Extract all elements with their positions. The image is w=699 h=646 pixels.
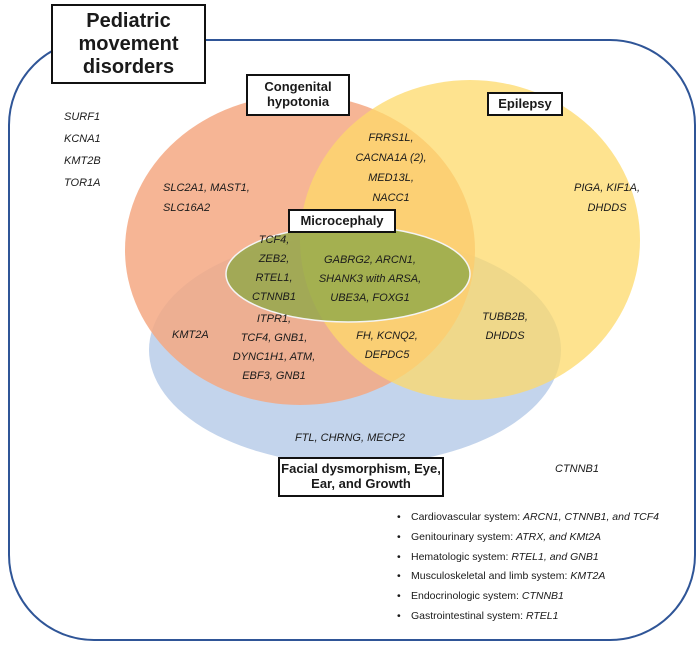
title-box: Pediatric movement disorders (51, 4, 206, 84)
gene: FH, KCNQ2, (356, 330, 418, 342)
facial-dysmorphism-label: Facial dysmorphism, Eye, Ear, and Growth (278, 457, 444, 497)
outer-frame (8, 39, 696, 641)
hypotonia-epilepsy-genes: FRRS1L, CACNA1A (2), MED13L, NACC1 (346, 128, 436, 208)
system-label: Cardiovascular system: (411, 511, 524, 523)
facial-dysmorphism-text: Facial dysmorphism, Eye, Ear, and Growth (281, 461, 441, 491)
gene: DHDDS (485, 330, 525, 342)
gene: TOR1A (64, 177, 101, 189)
gene: SHANK3 with ARSA, (318, 273, 422, 285)
gene: TCF4, (258, 234, 290, 246)
gene: FTL, CHRNG, MECP2 (294, 432, 405, 444)
organ-system-list: • Cardiovascular system: ARCN1, CTNNB1, a… (397, 511, 659, 630)
gene: TCF4, GNB1, (240, 332, 308, 344)
system-item: • Cardiovascular system: ARCN1, CTNNB1, a… (397, 511, 659, 531)
gene: CACNA1A (2), (355, 152, 427, 164)
gene: KMT2B (64, 155, 101, 167)
bullet-icon: • (397, 570, 401, 583)
gene: SLC16A2 (163, 202, 211, 214)
gene: FRRS1L, (368, 132, 414, 144)
bullet-icon: • (397, 511, 401, 523)
gene: ITPR1, (256, 313, 292, 325)
system-label: Genitourinary system: (411, 530, 517, 543)
system-label: Endocrinologic system: (411, 590, 522, 603)
hypotonia-epilepsy-facial-genes: FH, KCNQ2, DEPDC5 (342, 327, 432, 365)
gene: RTEL1, (255, 272, 293, 284)
bullet-icon: • (397, 609, 401, 622)
system-genes: RTEL1 (525, 609, 559, 622)
epilepsy-label: Epilepsy (487, 92, 563, 116)
title: Pediatric movement disorders (78, 9, 179, 78)
epilepsy-facial-genes: TUBB2B, DHDDS (470, 308, 540, 346)
bullet-icon: • (397, 590, 401, 603)
system-genes: ARCN1, CTNNB1, and TCF4 (523, 511, 659, 523)
frame-only-genes: CTNNB1 (555, 461, 599, 478)
gene: PIGA, KIF1A, (573, 182, 641, 194)
outside-genes: SURF1 KCNA1 KMT2B TOR1A (64, 106, 101, 194)
gene: KCNA1 (64, 133, 101, 145)
system-item: • Musculoskeletal and limb system: KMT2A (397, 570, 659, 590)
bullet-icon: • (397, 530, 401, 543)
system-genes: KMT2A (570, 570, 606, 583)
microcephaly-text: Microcephaly (300, 212, 384, 228)
gene: DYNC1H1, ATM, (232, 351, 316, 363)
system-genes: ATRX, and KMt2A (516, 530, 602, 543)
all-four-genes: GABRG2, ARCN1, SHANK3 with ARSA, UBE3A, … (310, 251, 430, 308)
system-genes: CTNNB1 (521, 590, 564, 603)
system-label: Musculoskeletal and limb system: (411, 570, 571, 583)
facial-only-genes: FTL, CHRNG, MECP2 (280, 430, 420, 447)
system-label: Gastrointestinal system: (411, 609, 526, 622)
gene: GABRG2, ARCN1, (324, 254, 416, 266)
congenital-hypotonia-label: Congenital hypotonia (246, 74, 350, 116)
system-item: • Endocrinologic system: CTNNB1 (397, 590, 659, 610)
hypotonia-only-genes: SLC2A1, MAST1, SLC16A2 (163, 178, 250, 218)
epilepsy-only-genes: PIGA, KIF1A, DHDDS (562, 178, 652, 218)
epilepsy-text: Epilepsy (498, 95, 552, 111)
system-item: • Hematologic system: RTEL1, and GNB1 (397, 551, 659, 571)
gene: DHDDS (587, 202, 627, 214)
gene: NACC1 (372, 192, 410, 204)
gene: CTNNB1 (555, 463, 600, 475)
hypotonia-microcephaly-facial-genes: TCF4, ZEB2, RTEL1, CTNNB1 (244, 231, 304, 307)
system-item: • Genitourinary system: ATRX, and KMt2A (397, 531, 659, 551)
gene: MED13L, (368, 172, 414, 184)
microcephaly-label: Microcephaly (288, 209, 396, 233)
system-genes: RTEL1, and GNB1 (511, 550, 599, 563)
gene: DEPDC5 (364, 349, 410, 361)
gene: CTNNB1 (251, 291, 296, 303)
gene: SURF1 (64, 111, 101, 123)
gene: EBF3, GNB1 (242, 370, 306, 382)
congenital-hypotonia-text: Congenital hypotonia (264, 79, 332, 109)
hypotonia-facial-genes: ITPR1, TCF4, GNB1, DYNC1H1, ATM, EBF3, G… (229, 310, 319, 386)
gene: SLC2A1, MAST1, (163, 182, 250, 194)
gene: KMT2A (172, 329, 209, 341)
system-label: Hematologic system: (411, 550, 512, 563)
gene: UBE3A, FOXG1 (330, 292, 410, 304)
system-item: • Gastrointestinal system: RTEL1 (397, 610, 659, 630)
gene: ZEB2, (258, 253, 290, 265)
gene: TUBB2B, (482, 311, 528, 323)
bullet-icon: • (397, 550, 401, 563)
hypotonia-facial-left-genes: KMT2A (172, 327, 209, 344)
